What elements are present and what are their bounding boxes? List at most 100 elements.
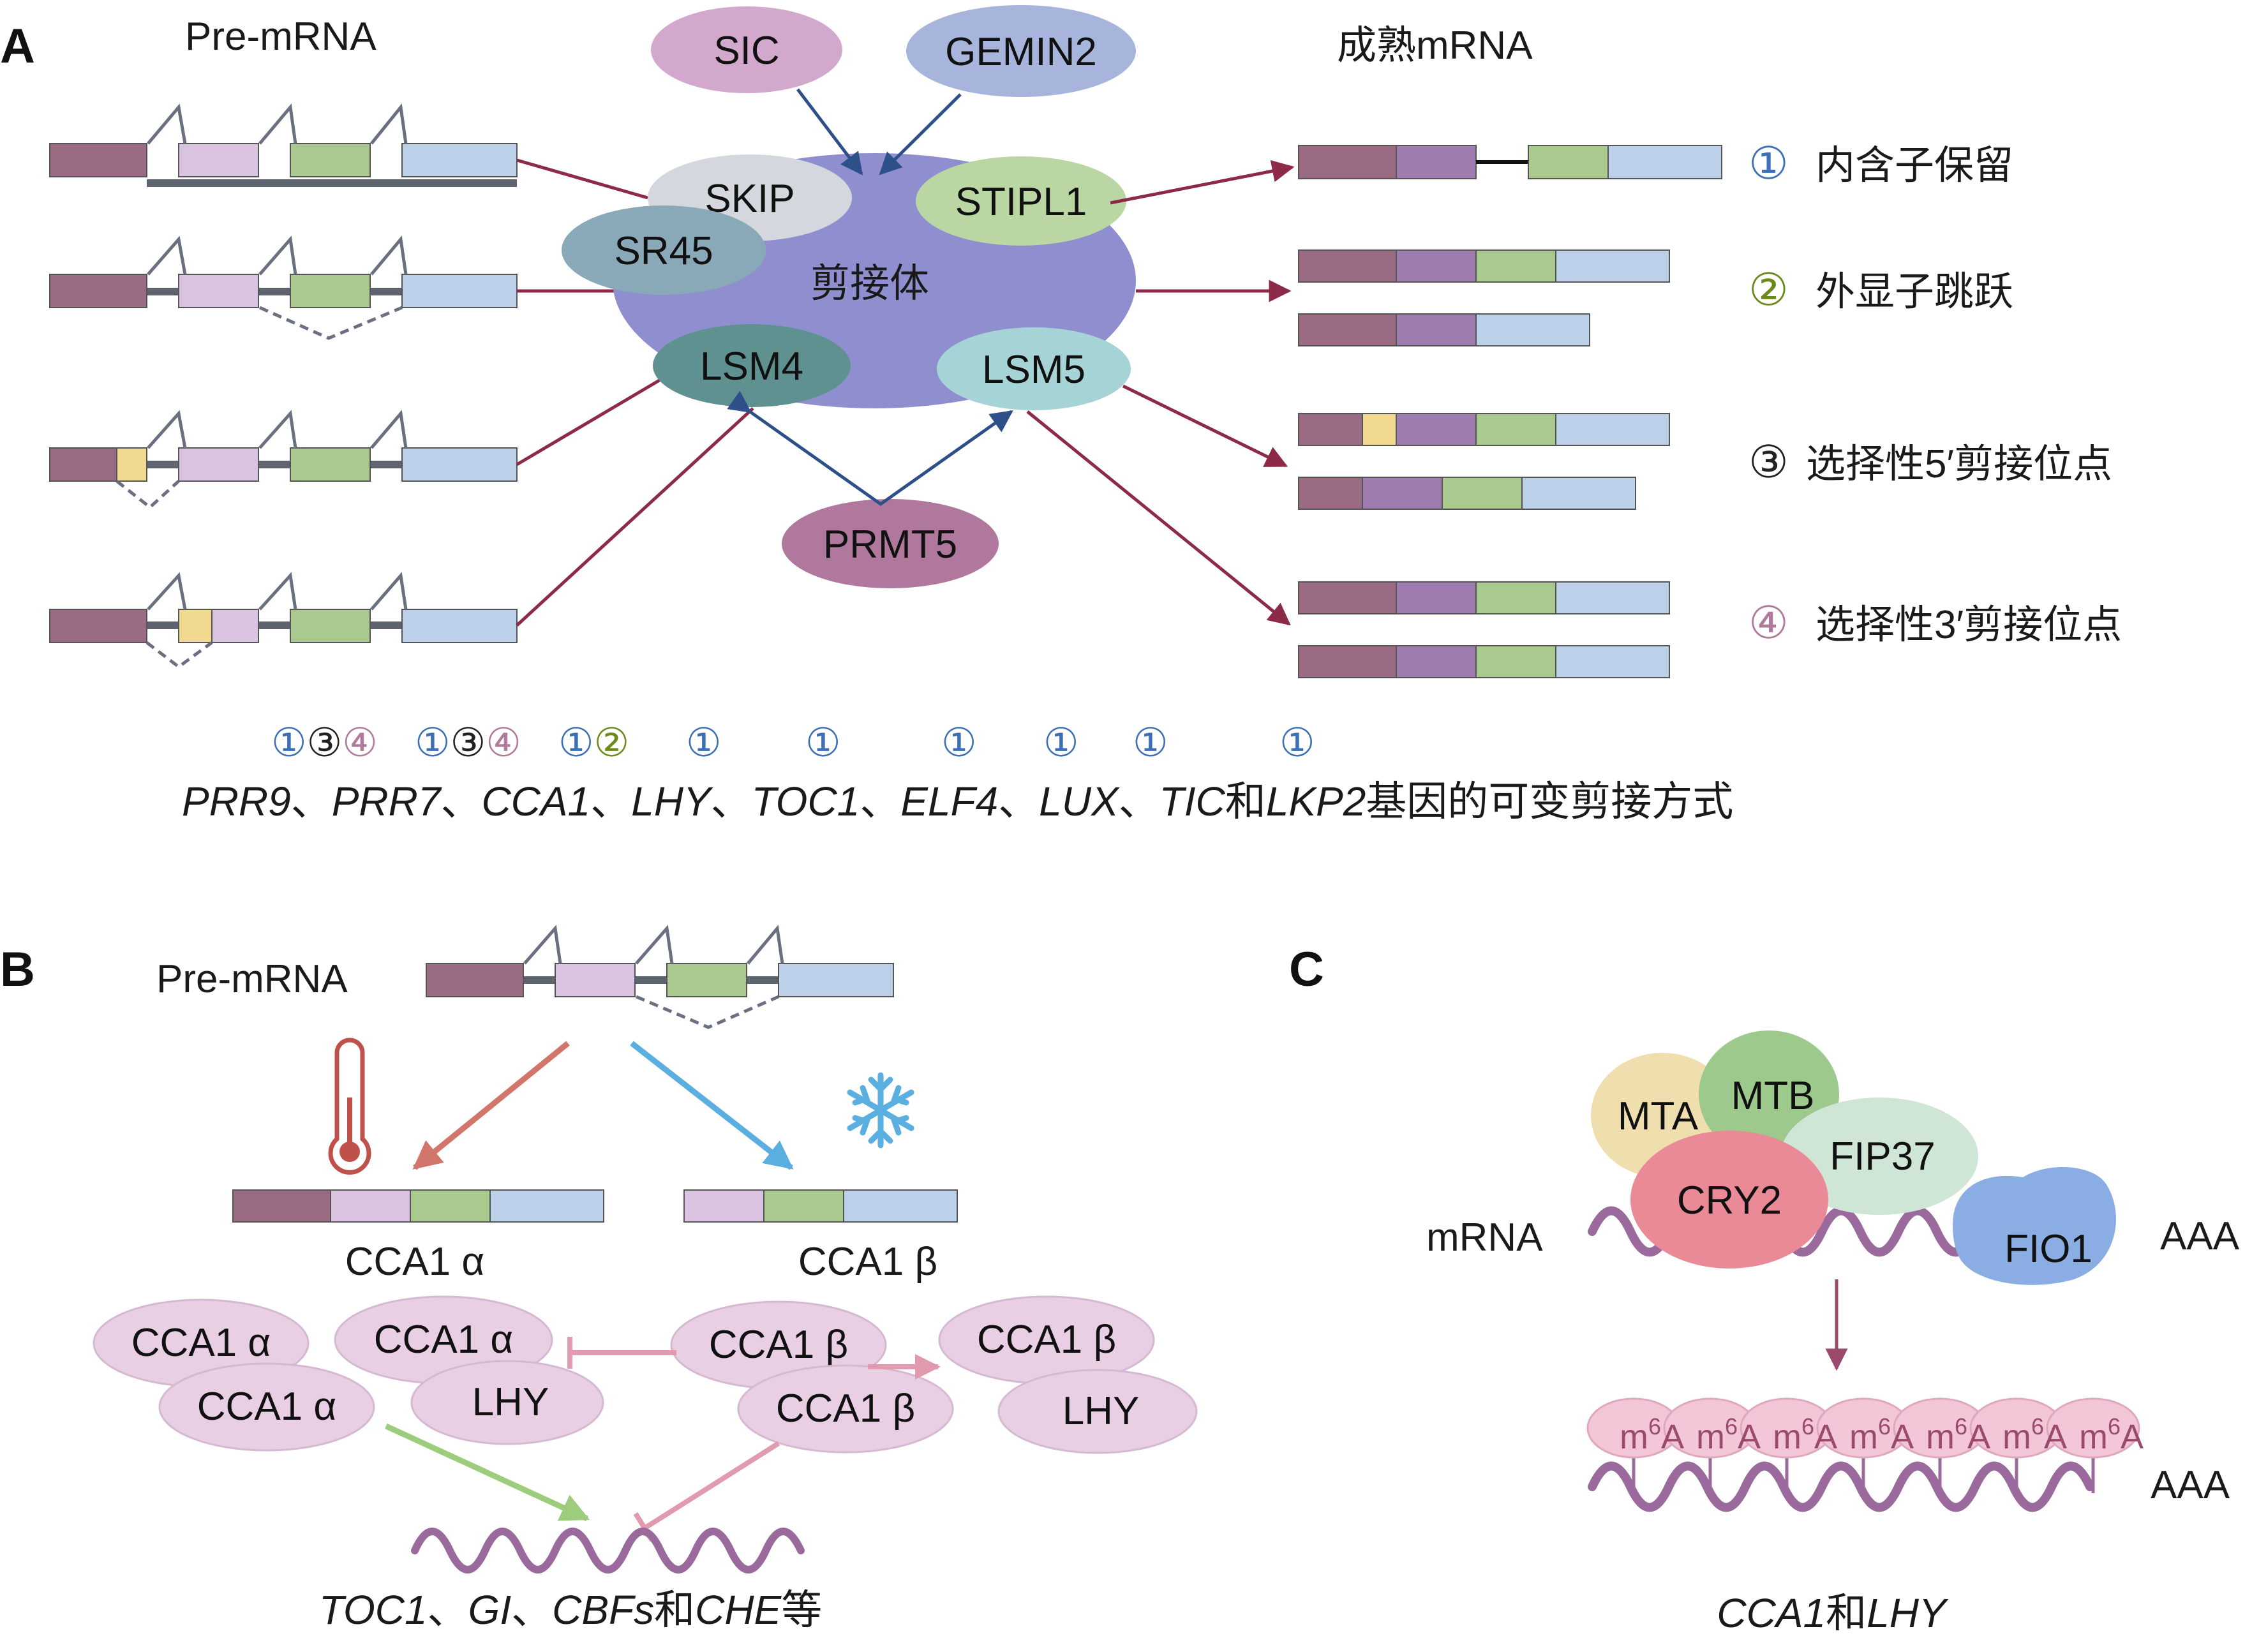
- beta-dimer-1: CCA1 β: [709, 1323, 848, 1367]
- cca1-beta-label: CCA1 β: [798, 1240, 937, 1284]
- gemin2-arrow: [879, 93, 962, 175]
- panel-a-label: A: [0, 19, 35, 73]
- sr45-label: SR45: [614, 229, 713, 273]
- splice-type-1: ① 内含子保留: [1749, 138, 2013, 188]
- pre-mrna-transcript-b: [426, 925, 894, 1029]
- stipl1-protein: STIPL1: [916, 156, 1126, 246]
- splice-type-4: ④ 选择性3′剪接位点: [1749, 598, 2122, 648]
- gene-mark-lkp2: ①: [1279, 721, 1315, 765]
- m6a-marks: [1632, 1455, 2095, 1493]
- heat-arrow: [412, 1041, 570, 1170]
- cca1-alpha-label: CCA1 α: [345, 1240, 484, 1284]
- prmt5-label: PRMT5: [823, 523, 957, 567]
- gene-mark-tic: ①: [1133, 721, 1168, 765]
- sic-protein: SIC: [651, 6, 842, 93]
- gene-mark-lhy: ①: [686, 721, 722, 765]
- pre-mrna-label-b: Pre-mRNA: [156, 957, 348, 1001]
- beta-dimer: CCA1 β CCA1 β: [670, 1300, 954, 1454]
- gene-mark-prr9: ①③④: [271, 721, 378, 765]
- mature-mrna-alt5-b: [1298, 477, 1636, 510]
- pre-to-spliceosome-lines: [516, 158, 754, 627]
- cca1-beta-transcript: [683, 1189, 958, 1223]
- mature-mrna-alt3-b: [1298, 645, 1670, 678]
- sic-arrow: [796, 88, 863, 175]
- m6a-label: m6A: [2002, 1413, 2067, 1456]
- alpha-dimer: CCA1 α CCA1 α: [93, 1299, 375, 1452]
- prmt5-protein: PRMT5: [782, 499, 999, 588]
- lsm4-protein: LSM4: [653, 324, 851, 407]
- methylated-mrna-wave: [1588, 1461, 2094, 1512]
- beta-inhibits-alpha-lhy: [567, 1337, 676, 1369]
- m6a-beads: [1586, 1397, 2140, 1459]
- cca1-lhy-caption: CCA1和LHY: [1717, 1590, 1949, 1636]
- mature-mrna-label: 成熟mRNA: [1337, 24, 1533, 68]
- splice-type-3: ③ 选择性5′剪接位点: [1749, 437, 2112, 487]
- splice-type-1-text: 内含子保留: [1816, 144, 2013, 188]
- mature-mrna-alt3-a: [1298, 581, 1670, 614]
- cold-arrow: [630, 1041, 794, 1170]
- alpha-lhy-lhy: LHY: [472, 1380, 549, 1424]
- beta-lhy-cca1: CCA1 β: [977, 1318, 1116, 1362]
- alpha-dimer-2: CCA1 α: [197, 1385, 336, 1429]
- thermometer-icon: [328, 1038, 371, 1175]
- mature-mrna-exon-skip-b: [1298, 313, 1590, 346]
- sr45-protein: SR45: [562, 205, 766, 295]
- polya-label-2: AAA: [2151, 1463, 2230, 1507]
- panel-c-label: C: [1289, 942, 1324, 997]
- gene-marks-row: ①③④ ①③④ ①② ① ① ① ① ① ①: [271, 721, 1315, 765]
- splice-type-2-text: 外显子跳跃: [1816, 270, 2013, 314]
- fip37-protein: FIP37: [1780, 1098, 1978, 1215]
- gene-mark-prr7: ①③④: [415, 721, 521, 765]
- fio1-protein: FIO1: [1953, 1166, 2116, 1285]
- alpha-activates-targets-arrow: [385, 1423, 590, 1522]
- splice-type-3-num: ③: [1749, 437, 1789, 487]
- gene-caption-a: PRR9、PRR7、CCA1、LHY、TOC1、ELF4、LUX、TIC和LKP…: [182, 778, 1733, 824]
- polya-label-1: AAA: [2160, 1214, 2240, 1258]
- mrna-label-c: mRNA: [1426, 1216, 1543, 1260]
- lsm5-label: LSM5: [982, 348, 1085, 392]
- splice-type-4-text: 选择性3′剪接位点: [1816, 603, 2122, 647]
- fio1-label: FIO1: [2004, 1227, 2092, 1271]
- gene-mark-cca1: ①②: [558, 721, 629, 765]
- spliceosome-label: 剪接体: [810, 262, 929, 306]
- prmt5-arrows: [727, 391, 1013, 507]
- mature-mrna-alt5-a: [1298, 413, 1670, 446]
- splice-type-4-num: ④: [1749, 598, 1789, 648]
- gene-mark-elf4: ①: [941, 721, 977, 765]
- target-genes-caption: TOC1、GI、CBFs和CHE等: [319, 1587, 822, 1633]
- fip37-label: FIP37: [1830, 1135, 1935, 1179]
- alpha-dimer-1: CCA1 α: [131, 1321, 271, 1365]
- pre-mrna-transcript-3: [49, 410, 518, 510]
- mature-mrna-exon-skip-a: [1298, 249, 1670, 283]
- mtb-label: MTB: [1731, 1074, 1815, 1118]
- pre-mrna-transcript-2: [49, 235, 518, 340]
- lsm5-protein: LSM5: [937, 327, 1131, 410]
- alpha-lhy-complex: CCA1 α LHY: [334, 1295, 604, 1445]
- alpha-lhy-cca1: CCA1 α: [374, 1318, 513, 1362]
- cry2-protein: CRY2: [1630, 1131, 1828, 1269]
- splice-type-2: ② 外显子跳跃: [1749, 265, 2013, 315]
- panel-b-label: B: [0, 942, 35, 997]
- splice-type-3-text: 选择性5′剪接位点: [1806, 442, 2112, 486]
- mature-mrna-intron-retention: [1298, 145, 1722, 179]
- cca1-alpha-transcript: [232, 1189, 604, 1223]
- spliceosome-to-mature-arrows: [1026, 160, 1295, 626]
- mta-label: MTA: [1618, 1094, 1699, 1138]
- beta-lhy-complex: CCA1 β LHY: [938, 1295, 1198, 1454]
- beta-inhibits-targets: [633, 1441, 780, 1542]
- splice-type-1-num: ①: [1749, 138, 1789, 188]
- pre-mrna-label-a: Pre-mRNA: [185, 15, 377, 59]
- pre-mrna-transcript-1: [49, 103, 518, 187]
- splice-type-2-num: ②: [1749, 265, 1789, 315]
- cry2-label: CRY2: [1677, 1179, 1782, 1223]
- sic-label: SIC: [713, 29, 779, 73]
- beta-lhy-lhy: LHY: [1063, 1389, 1140, 1433]
- target-mrna-wave: [411, 1528, 805, 1574]
- pre-mrna-transcript-4: [49, 572, 518, 669]
- gene-mark-toc1: ①: [805, 721, 841, 765]
- lsm4-label: LSM4: [700, 345, 803, 389]
- snowflake-icon: [847, 1072, 914, 1149]
- beta-dimer-2: CCA1 β: [776, 1387, 915, 1431]
- gene-mark-lux: ①: [1043, 721, 1079, 765]
